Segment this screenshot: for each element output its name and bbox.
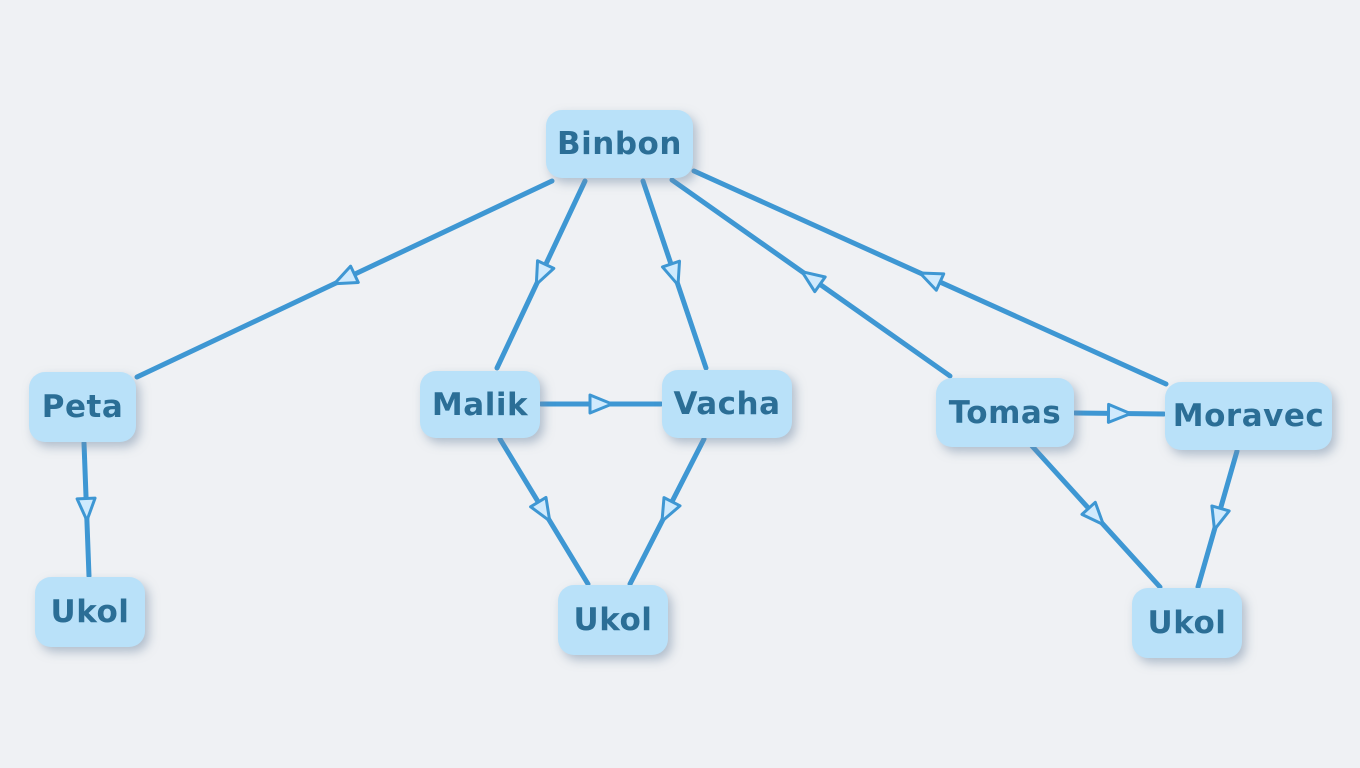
node-label: Moravec bbox=[1172, 398, 1325, 434]
node-tomas[interactable]: Tomas bbox=[936, 378, 1074, 447]
arrowhead-icon bbox=[1106, 402, 1132, 424]
node-label: Ukol bbox=[573, 602, 653, 638]
node-binbon[interactable]: Binbon bbox=[546, 110, 693, 178]
arrowhead-icon bbox=[1080, 500, 1105, 527]
node-ukol-left[interactable]: Ukol bbox=[35, 577, 145, 647]
arrowhead-icon bbox=[529, 495, 552, 523]
node-label: Peta bbox=[41, 389, 124, 425]
node-label: Ukol bbox=[1147, 605, 1227, 641]
arrowhead-icon bbox=[333, 264, 360, 286]
arrowhead-icon bbox=[660, 259, 682, 287]
node-label: Binbon bbox=[557, 126, 682, 162]
node-vacha[interactable]: Vacha bbox=[662, 370, 792, 438]
node-label: Tomas bbox=[948, 394, 1062, 431]
node-label: Malik bbox=[431, 386, 529, 423]
arrowhead-icon bbox=[800, 270, 827, 294]
node-label: Ukol bbox=[50, 594, 130, 630]
node-moravec[interactable]: Moravec bbox=[1165, 382, 1332, 450]
node-ukol-right[interactable]: Ukol bbox=[1132, 588, 1242, 658]
arrowhead-icon bbox=[75, 496, 97, 522]
arrowhead-icon bbox=[1210, 504, 1231, 532]
arrowhead-icon bbox=[534, 259, 556, 286]
arrowhead-icon bbox=[660, 496, 682, 523]
arrowhead-icon bbox=[588, 393, 614, 415]
node-ukol-middle[interactable]: Ukol bbox=[558, 585, 668, 655]
arrowhead-icon bbox=[918, 271, 946, 292]
node-label: Vacha bbox=[673, 386, 781, 422]
node-peta[interactable]: Peta bbox=[29, 372, 136, 442]
node-malik[interactable]: Malik bbox=[420, 371, 540, 438]
